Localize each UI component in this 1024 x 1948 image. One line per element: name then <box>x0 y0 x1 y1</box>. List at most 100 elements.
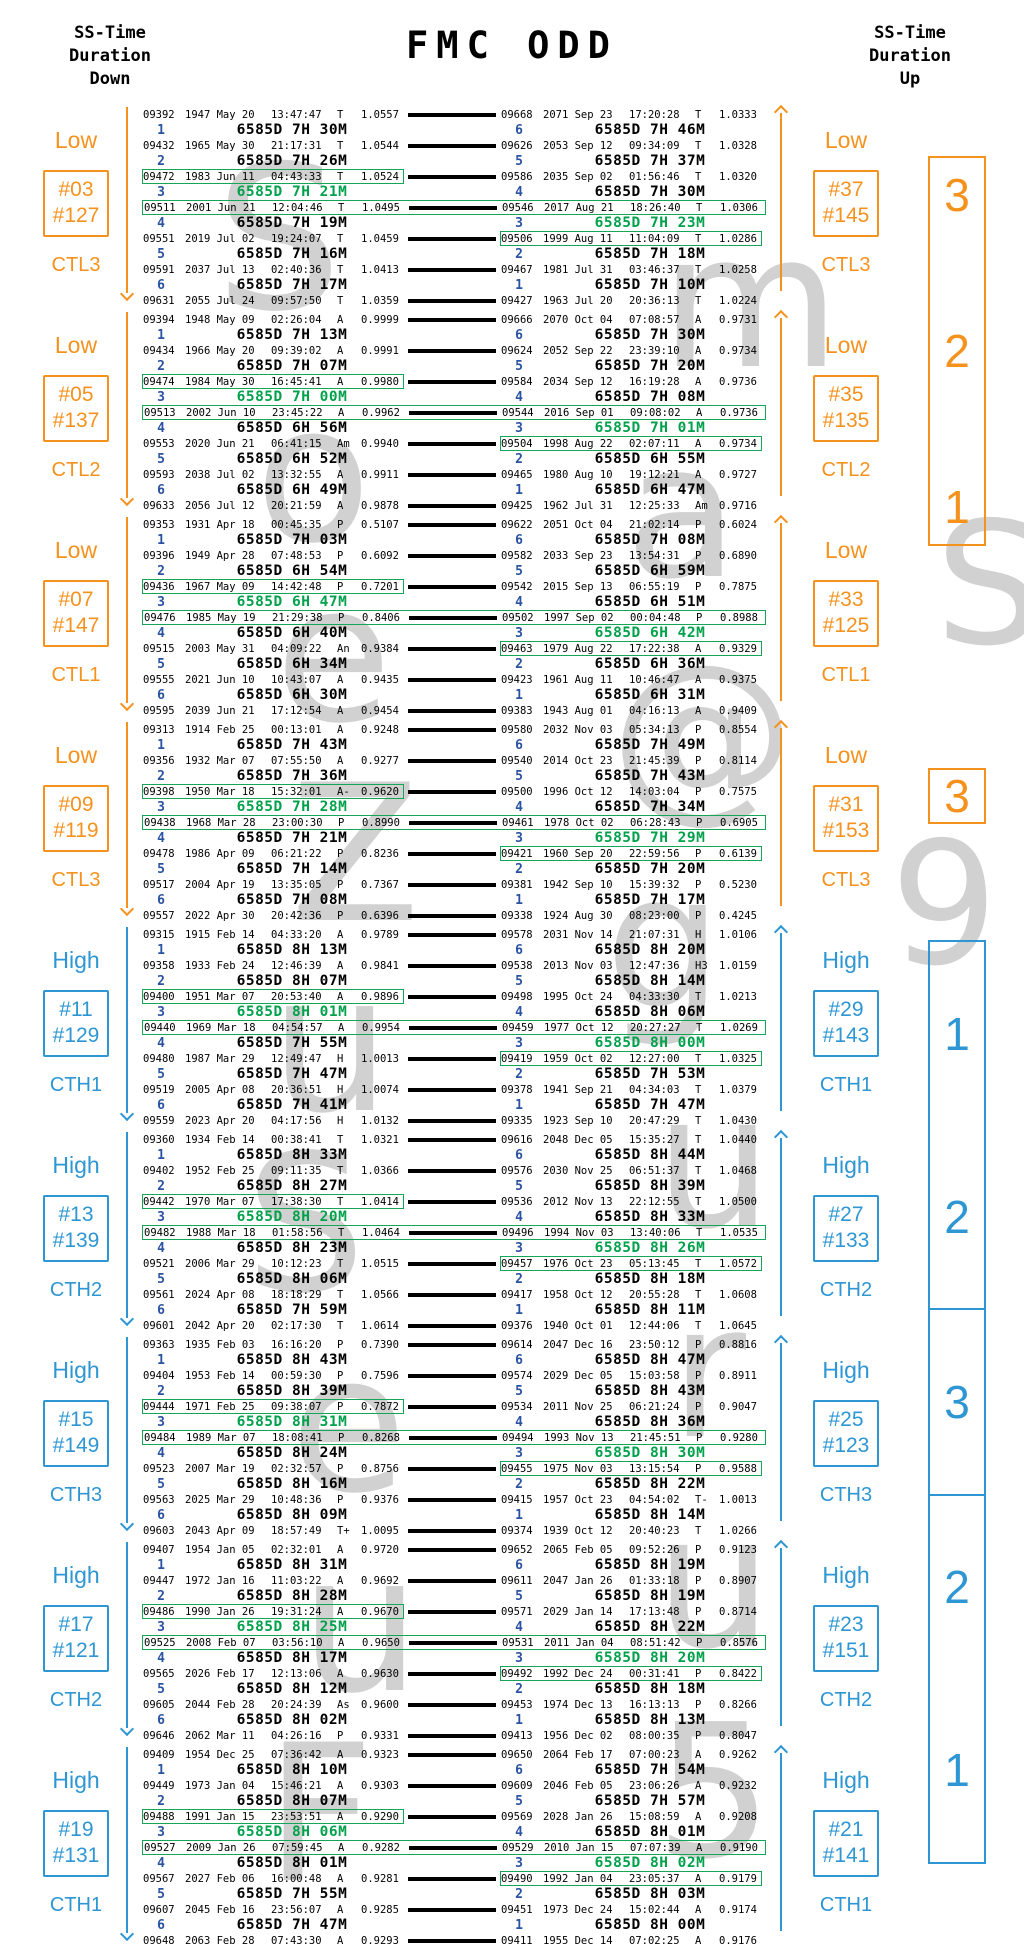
duration-value: 6585D 7H 21M <box>236 184 348 200</box>
event-id: 09553 <box>143 437 175 450</box>
ctl-label: CTL3 <box>821 868 871 891</box>
event-type-flag: As <box>337 1698 350 1711</box>
event-date: 2065 Feb 05 <box>543 1543 613 1556</box>
event-value: 0.9435 <box>361 673 399 686</box>
duration-value: 6585D 6H 49M <box>236 482 348 498</box>
time-arrow-down <box>114 1130 140 1326</box>
event-id: 09652 <box>501 1543 533 1556</box>
event-date: 2012 Nov 13 <box>543 1195 613 1208</box>
event-type-flag: P <box>696 611 703 624</box>
duration-value: 6585D 8H 19M <box>594 1557 706 1573</box>
event-id: 09484 <box>144 1431 176 1444</box>
duration-value: 6585D 7H 43M <box>594 768 706 784</box>
event-date: 1959 Oct 02 <box>543 1052 613 1065</box>
series-number-box: #13 #139 <box>42 1195 110 1262</box>
event-type-flag: T <box>337 1164 344 1177</box>
event-id: 09648 <box>143 1934 175 1947</box>
event-type-flag: P <box>695 518 702 531</box>
event-type-flag: A <box>337 375 344 388</box>
event-value: 0.9896 <box>361 990 399 1003</box>
connector-line <box>408 584 496 589</box>
event-type-flag: A <box>338 1021 345 1034</box>
ctl-label: CTH3 <box>819 1483 873 1506</box>
series-number-box: #15 #149 <box>42 1400 110 1467</box>
event-type-flag: A <box>695 375 702 388</box>
event-date: 1932 Mar 07 <box>185 754 255 767</box>
event-type-flag: H <box>337 1083 344 1096</box>
event-id: 09444 <box>143 1400 175 1413</box>
event-type-flag: A <box>695 642 702 655</box>
event-date: 1980 Aug 10 <box>543 468 613 481</box>
connector-line <box>408 553 496 558</box>
duration-value: 6585D 7H 14M <box>236 861 348 877</box>
connector-line <box>408 236 496 241</box>
sequence-number: 6 <box>157 1917 165 1933</box>
event-time: 23:05:37 <box>629 1872 680 1885</box>
event-date: 1974 Dec 13 <box>543 1698 613 1711</box>
event-id: 09353 <box>143 518 175 531</box>
connector-line <box>408 932 496 937</box>
sequence-number: 3 <box>157 799 165 815</box>
event-time: 13:47:47 <box>271 108 322 121</box>
sequence-number: 1 <box>515 1097 523 1113</box>
event-time: 01:33:18 <box>629 1574 680 1587</box>
sequence-number: 4 <box>515 1209 523 1225</box>
event-type-flag: P <box>695 1338 702 1351</box>
event-date: 1993 Nov 13 <box>544 1431 614 1444</box>
sequence-number: 2 <box>157 153 165 169</box>
time-arrow-up <box>768 1335 794 1531</box>
event-type-flag: T <box>338 1226 345 1239</box>
event-value: 1.0095 <box>361 1524 399 1537</box>
series-type-label: High <box>52 1562 100 1588</box>
event-time: 12:44:06 <box>629 1319 680 1332</box>
event-date: 2015 Sep 13 <box>543 580 613 593</box>
time-arrow-down <box>114 1335 140 1531</box>
event-time: 03:46:37 <box>629 263 680 276</box>
sequence-number: 6 <box>515 122 523 138</box>
event-date: 2021 Jun 10 <box>185 673 255 686</box>
event-id: 09601 <box>143 1319 175 1332</box>
duration-value: 6585D 8H 19M <box>594 1588 706 1604</box>
event-id: 09574 <box>501 1369 533 1382</box>
series-type-label: Low <box>824 127 868 153</box>
duration-value: 6585D 8H 20M <box>594 1650 706 1666</box>
event-date: 2028 Jan 26 <box>543 1810 613 1823</box>
duration-value: 6585D 8H 43M <box>594 1383 706 1399</box>
event-type-flag: T <box>695 232 702 245</box>
event-id: 09578 <box>501 928 533 941</box>
event-value: 0.6139 <box>719 847 757 860</box>
event-id: 09666 <box>501 313 533 326</box>
duration-value: 6585D 8H 06M <box>594 1004 706 1020</box>
event-time: 21:29:38 <box>272 611 323 624</box>
event-value: 0.9285 <box>361 1903 399 1916</box>
event-date: 2006 Mar 29 <box>185 1257 255 1270</box>
event-type-flag: A <box>337 959 344 972</box>
event-value: 0.8714 <box>719 1605 757 1618</box>
event-type-flag: T <box>696 1226 703 1239</box>
